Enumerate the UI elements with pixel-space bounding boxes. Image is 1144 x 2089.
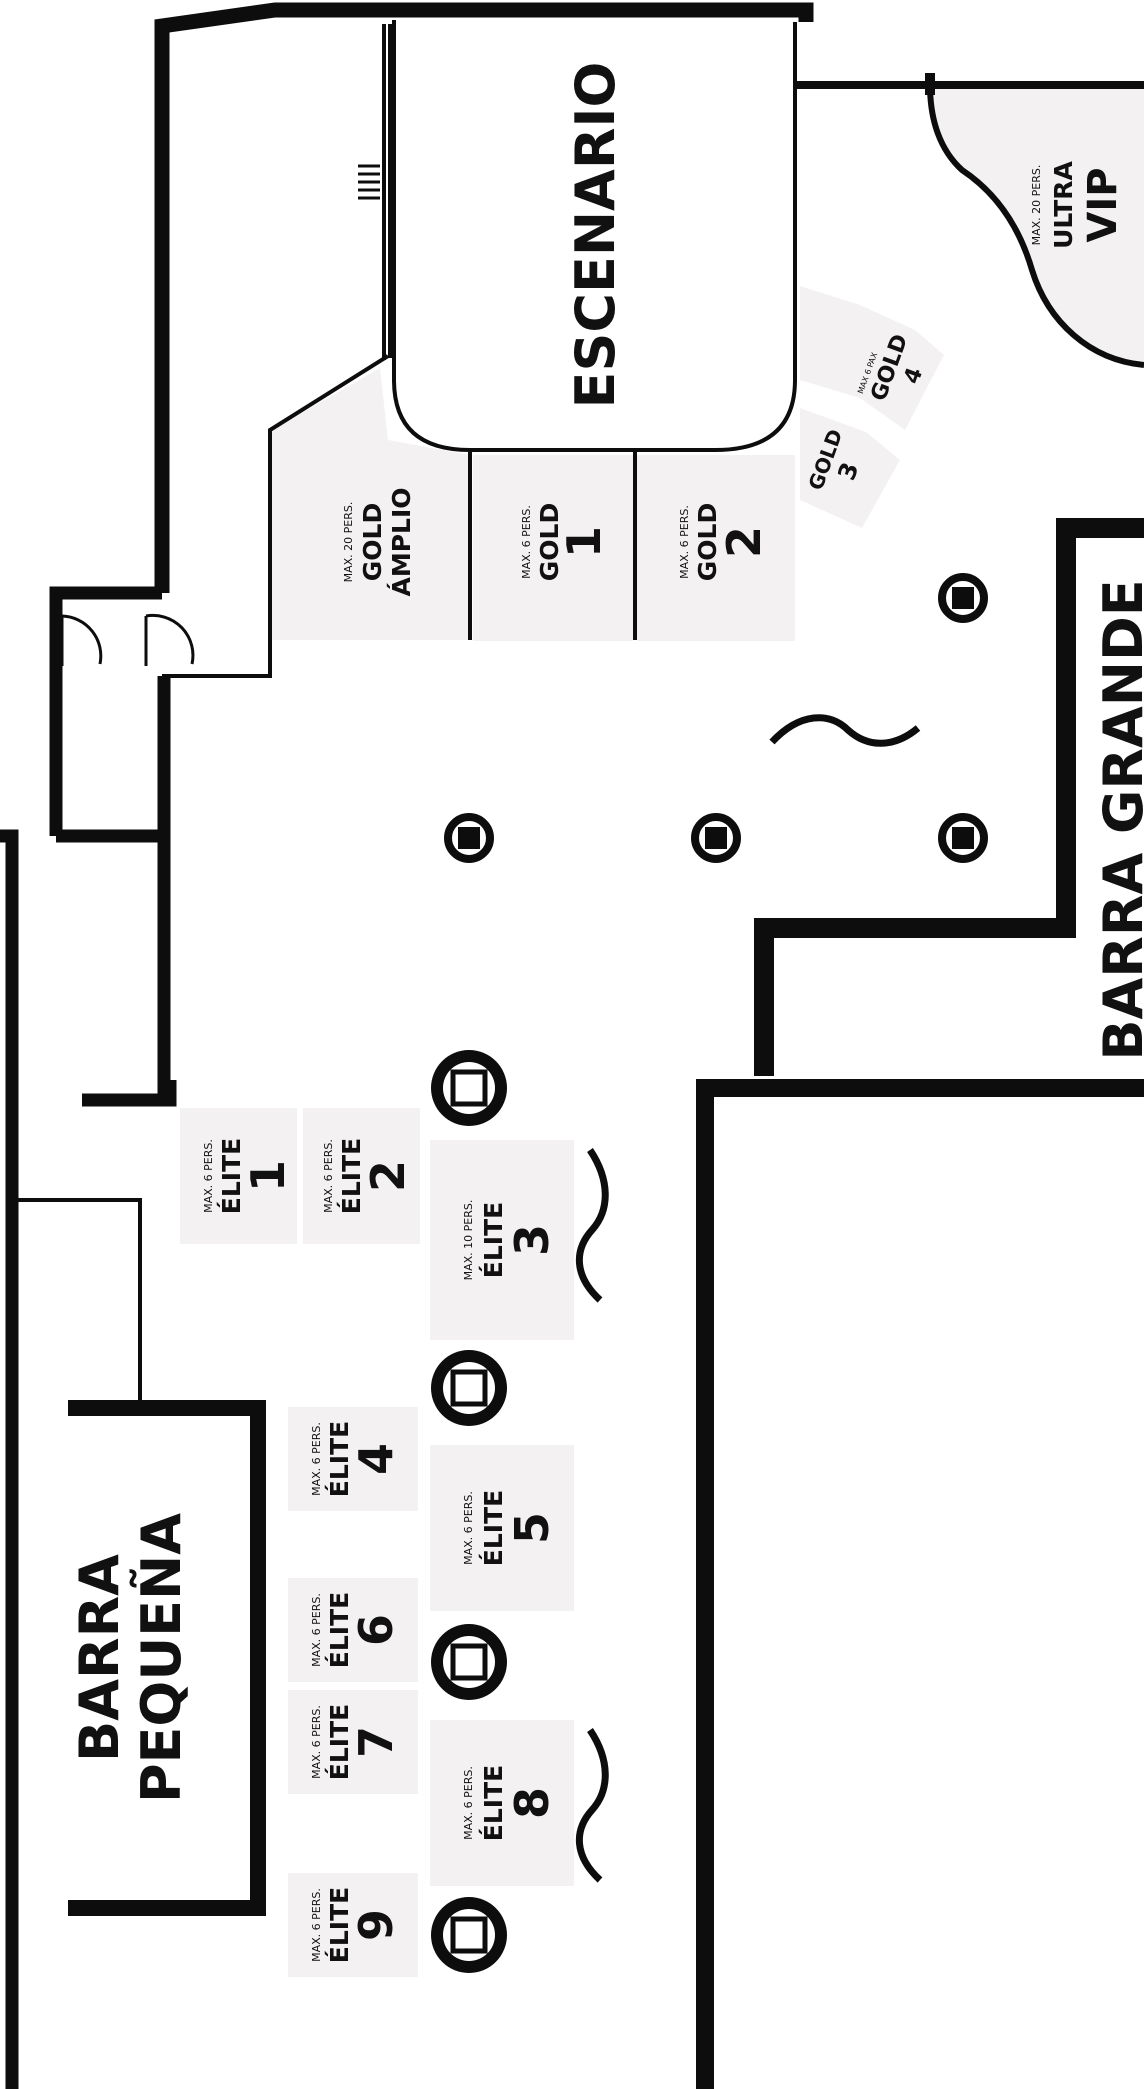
elite-3-name: ÉLITE — [479, 1202, 508, 1278]
ultra-vip-zone-group — [930, 85, 1144, 365]
elite-9-zone[interactable] — [288, 1873, 418, 1977]
elite-1-num: 1 — [241, 1160, 295, 1192]
elite-7-cap: MAX. 6 PERS. — [310, 1705, 323, 1779]
elite-2-zone[interactable] — [303, 1108, 420, 1244]
elite-5-num: 5 — [505, 1512, 559, 1544]
elite-3-num: 3 — [505, 1224, 559, 1256]
elite-1-cap: MAX. 6 PERS. — [202, 1139, 215, 1213]
bar-small-label-2: PEQUEÑA — [130, 1513, 193, 1803]
gold-2-num: 2 — [717, 526, 771, 558]
column-icon — [691, 813, 741, 863]
gold-zones — [272, 286, 944, 641]
gold-3-zone[interactable] — [800, 408, 900, 528]
wave-marks — [576, 714, 921, 1883]
wall-corridor-ledge — [82, 1080, 177, 1107]
elite-3-cap: MAX. 10 PERS. — [462, 1200, 475, 1281]
wave-icon — [769, 714, 921, 747]
columns — [431, 573, 988, 1973]
elite-9-name: ÉLITE — [325, 1887, 354, 1963]
gold-2-cap: MAX. 6 PERS. — [678, 505, 691, 579]
elite-1-zone[interactable] — [180, 1108, 297, 1244]
gold-1-num: 1 — [557, 526, 611, 558]
elite-zones — [180, 1108, 574, 1977]
elite-2-name: ÉLITE — [337, 1138, 366, 1214]
elite-6-num: 6 — [349, 1614, 403, 1646]
gold-amplio-name: GOLD — [358, 503, 387, 581]
wall-diagonal — [162, 354, 390, 678]
elite-7-zone[interactable] — [288, 1690, 418, 1794]
wall-entry-left — [49, 586, 162, 836]
door-icon — [60, 613, 195, 666]
area-labels: ESCENARIO BARRA GRANDE BARRA PEQUEÑA — [68, 62, 1144, 1803]
wall-vip-curve — [927, 84, 1144, 368]
gold-2-zone[interactable] — [637, 455, 795, 641]
elite-6-zone[interactable] — [288, 1578, 418, 1682]
gold-1-zone[interactable] — [473, 455, 633, 641]
gold-amplio-num: ÁMPLIO — [387, 487, 416, 596]
column-icon — [431, 1350, 507, 1426]
wall-small-room — [18, 1198, 142, 1400]
gold-labels: MAX. 20 PERS. GOLD ÁMPLIO MAX. 6 PERS. G… — [342, 331, 928, 596]
gold-1-name: GOLD — [535, 503, 564, 581]
elite-9-cap: MAX. 6 PERS. — [310, 1888, 323, 1962]
wave-icon — [576, 1728, 609, 1883]
elite-7-name: ÉLITE — [325, 1704, 354, 1780]
column-icon — [431, 1050, 507, 1126]
stage-outline — [392, 20, 797, 452]
wall-bar-small — [68, 1400, 266, 1916]
column-icon — [938, 573, 988, 623]
elite-4-name: ÉLITE — [325, 1421, 354, 1497]
wave-icon — [576, 1148, 609, 1303]
gold-1-cap: MAX. 6 PERS. — [520, 505, 533, 579]
column-icon — [938, 813, 988, 863]
elite-2-num: 2 — [361, 1160, 415, 1192]
elite-9-num: 9 — [349, 1909, 403, 1941]
elite-4-zone[interactable] — [288, 1407, 418, 1511]
ultra-vip-label: MAX. 20 PERS. ULTRA VIP — [1030, 160, 1126, 248]
elite-5-name: ÉLITE — [479, 1490, 508, 1566]
stairs-icon — [358, 164, 380, 200]
gold-amplio-cap: MAX. 20 PERS. — [342, 502, 355, 583]
elite-8-num: 8 — [505, 1787, 559, 1819]
ultra-vip-line2: VIP — [1080, 167, 1126, 242]
elite-1-name: ÉLITE — [217, 1138, 246, 1214]
wall-top-outer — [154, 2, 814, 593]
wall-bar-large — [754, 518, 1144, 1076]
wall-right-lower — [696, 1079, 1144, 2089]
elite-6-cap: MAX. 6 PERS. — [310, 1593, 323, 1667]
elite-4-cap: MAX. 6 PERS. — [310, 1422, 323, 1496]
elite-5-zone[interactable] — [430, 1445, 574, 1611]
elite-8-zone[interactable] — [430, 1720, 574, 1886]
ultra-vip-cap: MAX. 20 PERS. — [1030, 165, 1043, 246]
stage-label: ESCENARIO — [564, 62, 627, 409]
column-icon — [431, 1624, 507, 1700]
ultra-vip-zone[interactable] — [930, 85, 1144, 365]
bar-large-label: BARRA GRANDE — [1092, 579, 1144, 1060]
ultra-vip-line1: ULTRA — [1049, 160, 1078, 248]
elite-5-cap: MAX. 6 PERS. — [462, 1491, 475, 1565]
elite-8-cap: MAX. 6 PERS. — [462, 1766, 475, 1840]
bar-small-label-1: BARRA — [68, 1554, 131, 1762]
elite-3-zone[interactable] — [430, 1140, 574, 1340]
elite-2-cap: MAX. 6 PERS. — [322, 1139, 335, 1213]
elite-8-name: ÉLITE — [479, 1765, 508, 1841]
wall-far-left — [0, 829, 19, 2089]
elite-7-num: 7 — [349, 1726, 403, 1758]
column-icon — [444, 813, 494, 863]
elite-labels: MAX. 6 PERS. ÉLITE 1 MAX. 6 PERS. ÉLITE … — [202, 1138, 559, 1963]
gold-4-zone[interactable] — [800, 286, 944, 430]
gold-2-name: GOLD — [693, 503, 722, 581]
column-icon — [431, 1897, 507, 1973]
gold-amplio-zone[interactable] — [272, 368, 470, 640]
elite-6-name: ÉLITE — [325, 1592, 354, 1668]
elite-4-num: 4 — [349, 1443, 403, 1475]
